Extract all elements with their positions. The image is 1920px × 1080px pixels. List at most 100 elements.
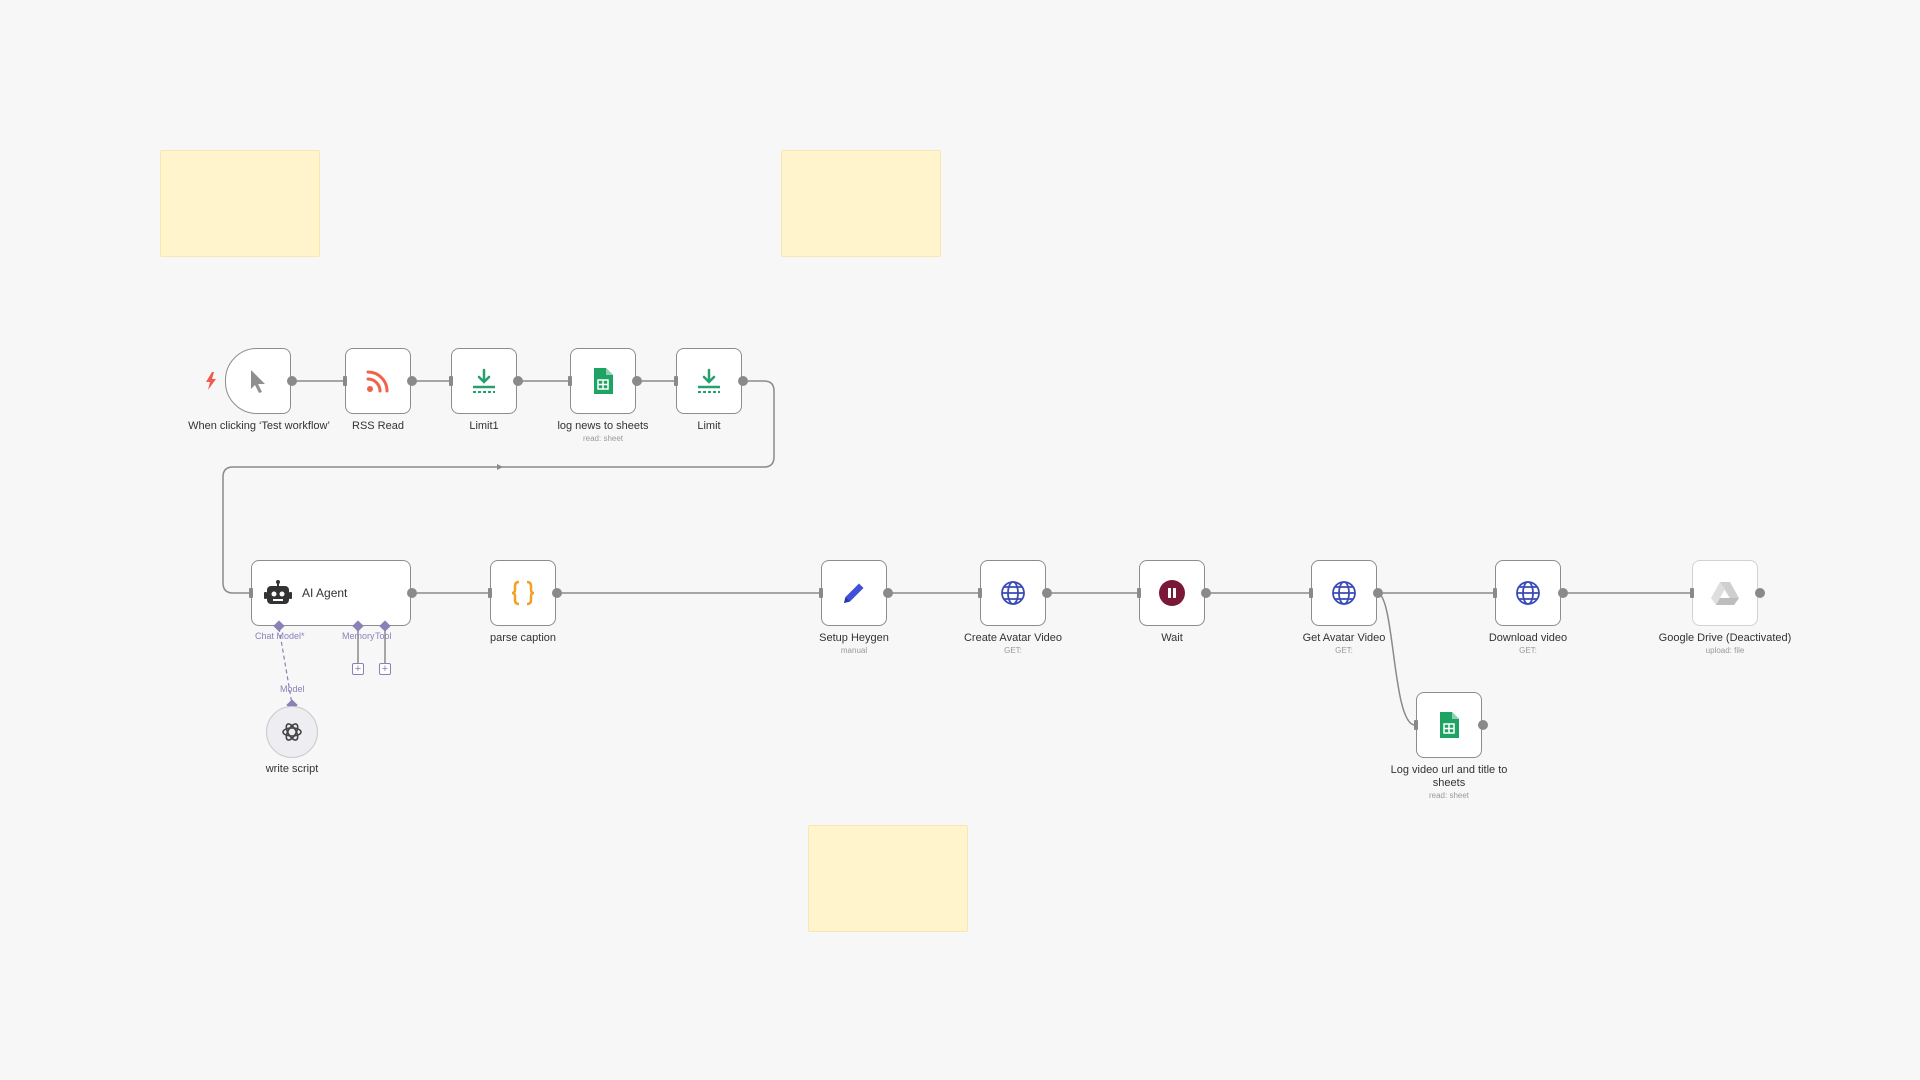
node-title: Get Avatar Video	[1302, 632, 1386, 644]
node-label: Log video url and title to sheets read: …	[1374, 764, 1524, 802]
globe-icon	[1001, 581, 1025, 605]
node-get-avatar-video[interactable]	[1311, 560, 1377, 626]
node-subtitle: read: sheet	[1428, 791, 1470, 800]
input-handle[interactable]	[249, 588, 253, 598]
node-label: Download video GET:	[1453, 632, 1603, 657]
output-handle[interactable]	[552, 588, 562, 598]
robot-icon	[264, 580, 292, 604]
connector-label: Memory	[342, 631, 375, 641]
node-label: Setup Heygen manual	[779, 632, 929, 657]
google-sheets-icon	[1440, 712, 1459, 738]
sticky-note[interactable]	[781, 150, 941, 257]
node-limit1[interactable]	[451, 348, 517, 414]
connector-label: Chat Model*	[255, 631, 305, 641]
node-title: Log video url and title to sheets	[1390, 764, 1508, 789]
node-title: Google Drive (Deactivated)	[1658, 632, 1792, 644]
node-download-video[interactable]	[1495, 560, 1561, 626]
node-google-drive[interactable]	[1692, 560, 1758, 626]
pointer-icon	[251, 370, 265, 393]
node-ai-agent[interactable]: AI Agent	[251, 560, 411, 626]
node-label: RSS Read	[352, 420, 404, 432]
node-subtitle: GET:	[1004, 646, 1022, 655]
node-subtitle: GET:	[1335, 646, 1353, 655]
output-handle[interactable]	[632, 376, 642, 386]
sticky-note[interactable]	[808, 825, 968, 932]
add-tool-button[interactable]: +	[379, 663, 391, 675]
node-rss-read[interactable]	[345, 348, 411, 414]
google-sheets-icon	[594, 368, 613, 394]
output-handle[interactable]	[287, 376, 297, 386]
input-handle[interactable]	[1493, 588, 1497, 598]
model-connection-line	[278, 627, 293, 705]
pause-icon	[1159, 580, 1185, 606]
node-label: Google Drive (Deactivated) upload: file	[1650, 632, 1800, 657]
trigger-bolt-icon	[206, 372, 216, 390]
connector-label: Model	[280, 684, 305, 694]
google-drive-icon	[1711, 582, 1739, 605]
node-parse-caption[interactable]	[490, 560, 556, 626]
input-handle[interactable]	[449, 376, 453, 386]
output-handle[interactable]	[407, 588, 417, 598]
globe-icon	[1516, 581, 1540, 605]
input-handle[interactable]	[674, 376, 678, 386]
limit-icon	[698, 368, 720, 393]
node-subtitle: GET:	[1519, 646, 1537, 655]
output-handle[interactable]	[1558, 588, 1568, 598]
node-title: Create Avatar Video	[963, 632, 1063, 644]
node-manual-trigger[interactable]	[225, 348, 291, 414]
node-label: write script	[265, 763, 319, 775]
node-title: Setup Heygen	[819, 632, 889, 644]
connection-line[interactable]	[1376, 592, 1416, 726]
node-subtitle: read: sheet	[582, 434, 624, 443]
input-handle[interactable]	[1309, 588, 1313, 598]
openai-icon	[282, 723, 302, 741]
output-handle[interactable]	[513, 376, 523, 386]
node-label: Create Avatar Video GET:	[938, 632, 1088, 657]
input-handle[interactable]	[568, 376, 572, 386]
limit-icon	[473, 368, 495, 393]
input-handle[interactable]	[343, 376, 347, 386]
node-log-video-to-sheets[interactable]	[1416, 692, 1482, 758]
node-wait[interactable]	[1139, 560, 1205, 626]
node-setup-heygen[interactable]	[821, 560, 887, 626]
globe-icon	[1332, 581, 1356, 605]
node-label: When clicking ‘Test workflow’	[188, 420, 330, 432]
output-handle[interactable]	[1373, 588, 1383, 598]
node-limit[interactable]	[676, 348, 742, 414]
output-handle[interactable]	[1042, 588, 1052, 598]
node-log-news-to-sheets[interactable]	[570, 348, 636, 414]
node-label: Limit1	[469, 420, 499, 432]
node-label: Wait	[1161, 632, 1183, 644]
output-handle[interactable]	[738, 376, 748, 386]
node-label: Limit	[697, 420, 721, 432]
node-title: Download video	[1488, 632, 1568, 644]
node-title: AI Agent	[302, 586, 348, 600]
output-handle[interactable]	[1478, 720, 1488, 730]
input-handle[interactable]	[978, 588, 982, 598]
node-label: parse caption	[489, 632, 557, 644]
node-label: Get Avatar Video GET:	[1269, 632, 1419, 657]
node-write-script[interactable]	[266, 706, 318, 758]
output-handle[interactable]	[1201, 588, 1211, 598]
input-handle[interactable]	[488, 588, 492, 598]
rss-icon	[366, 370, 389, 393]
node-create-avatar-video[interactable]	[980, 560, 1046, 626]
node-label: log news to sheets read: sheet	[528, 420, 678, 445]
connector-label: Tool	[375, 631, 392, 641]
input-handle[interactable]	[1690, 588, 1694, 598]
add-memory-button[interactable]: +	[352, 663, 364, 675]
output-handle[interactable]	[1755, 588, 1765, 598]
input-handle[interactable]	[1137, 588, 1141, 598]
node-subtitle: upload: file	[1705, 646, 1745, 655]
pencil-icon	[844, 583, 864, 603]
input-handle[interactable]	[1414, 720, 1418, 730]
connection-arrow	[497, 464, 503, 470]
output-handle[interactable]	[407, 376, 417, 386]
sticky-note[interactable]	[160, 150, 320, 257]
input-handle[interactable]	[819, 588, 823, 598]
node-title: log news to sheets	[557, 420, 649, 432]
node-subtitle: manual	[840, 646, 868, 655]
output-handle[interactable]	[883, 588, 893, 598]
